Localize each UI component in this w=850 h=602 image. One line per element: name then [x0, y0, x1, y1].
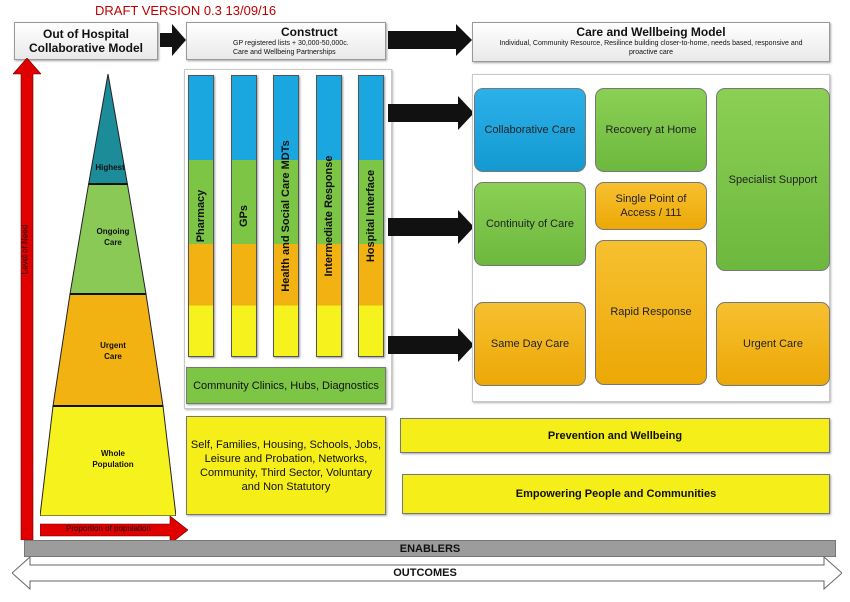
single-point-line1: Single Point of [615, 193, 687, 205]
pyramid-label-ongoing: Ongoing Care [83, 226, 143, 248]
proportion-arrow-icon [40, 515, 188, 545]
draft-version-label: DRAFT VERSION 0.3 13/09/16 [95, 3, 277, 18]
care-model-sub-line2: proactive care [629, 49, 673, 56]
care-model-sub-line1: Individual, Community Resource, Resilinc… [499, 40, 803, 47]
column-gps-label: GPs [238, 204, 250, 228]
column-pharmacy: Pharmacy [188, 75, 214, 357]
pyramid-label-ongoing-line2: Care [104, 238, 122, 247]
care-model-title: Care and Wellbeing Model [576, 25, 726, 39]
self-box-line4: and Non Statutory [241, 480, 331, 493]
collaborative-care-box: Collaborative Care [474, 88, 586, 172]
column-intermediate: Intermediate Response [316, 75, 342, 357]
care-model-header-box: Care and Wellbeing Model Individual, Com… [472, 22, 830, 62]
column-intermediate-label: Intermediate Response [323, 155, 335, 277]
level-of-need-arrow-icon [13, 58, 41, 540]
pyramid-label-ongoing-line1: Ongoing [96, 227, 130, 236]
specialist-support-box: Specialist Support [716, 88, 830, 271]
column-pharmacy-label: Pharmacy [195, 189, 207, 243]
pyramid-label-whole: Whole Population [78, 448, 148, 470]
pyramid-label-whole-line1: Whole [101, 449, 125, 458]
model-title-line1: Out of Hospital [43, 27, 129, 41]
community-clinics-box: Community Clinics, Hubs, Diagnostics [186, 367, 386, 404]
column-mdts-label: Health and Social Care MDTs [280, 140, 292, 292]
outcomes-double-arrow-icon [12, 556, 842, 590]
pyramid-label-urgent: Urgent Care [83, 340, 143, 362]
arrow-to-same-day-icon [388, 328, 474, 362]
enablers-bar: ENABLERS [24, 540, 836, 557]
self-box-line3: Community, Third Sector, Voluntary [200, 466, 372, 479]
construct-title: Construct [281, 25, 338, 39]
outcomes-label: OUTCOMES [393, 567, 457, 579]
recovery-at-home-box: Recovery at Home [595, 88, 707, 172]
arrow-to-collaborative-icon [388, 96, 474, 130]
column-hospital-interface: Hospital Interface [358, 75, 384, 357]
pyramid-label-whole-line2: Population [92, 460, 134, 469]
single-point-of-access-box: Single Point of Access / 111 [595, 182, 707, 230]
model-title-line2: Collaborative Model [28, 41, 144, 55]
arrow-to-continuity-icon [388, 210, 474, 244]
empowering-people-banner: Empowering People and Communities [402, 474, 830, 514]
header-arrow-2-icon [388, 24, 472, 56]
pyramid-label-highest: Highest [88, 162, 132, 173]
proportion-of-population-label: Proportion of population [66, 524, 151, 533]
header-arrow-1-icon [160, 24, 186, 56]
continuity-of-care-box: Continuity of Care [474, 182, 586, 266]
construct-header-box: Construct GP registered lists + 30,000-5… [186, 22, 386, 60]
prevention-wellbeing-banner: Prevention and Wellbeing [400, 418, 830, 453]
construct-sub-line1: GP registered lists + 30,000-50,000c. [233, 40, 349, 47]
self-box-line2: Leisure and Probation, Networks, [204, 452, 368, 465]
pyramid-label-highest-line1: Highest [95, 163, 125, 172]
need-pyramid [40, 74, 176, 516]
pyramid-label-urgent-line1: Urgent [100, 341, 126, 350]
column-hospital-interface-label: Hospital Interface [365, 169, 377, 263]
column-gps: GPs [231, 75, 257, 357]
pyramid-label-urgent-line2: Care [104, 352, 122, 361]
same-day-care-box: Same Day Care [474, 302, 586, 386]
construct-sub-line2: Care and Wellbeing Partnerships [233, 49, 336, 56]
model-title-box: Out of Hospital Collaborative Model [14, 22, 158, 60]
column-mdts: Health and Social Care MDTs [273, 75, 299, 357]
urgent-care-box: Urgent Care [716, 302, 830, 386]
self-box-line1: Self, Families, Housing, Schools, Jobs, [190, 438, 382, 451]
level-of-need-label: Level of Need [20, 224, 30, 275]
rapid-response-box: Rapid Response [595, 240, 707, 385]
self-families-box: Self, Families, Housing, Schools, Jobs, … [186, 416, 386, 515]
single-point-line2: Access / 111 [620, 207, 682, 219]
